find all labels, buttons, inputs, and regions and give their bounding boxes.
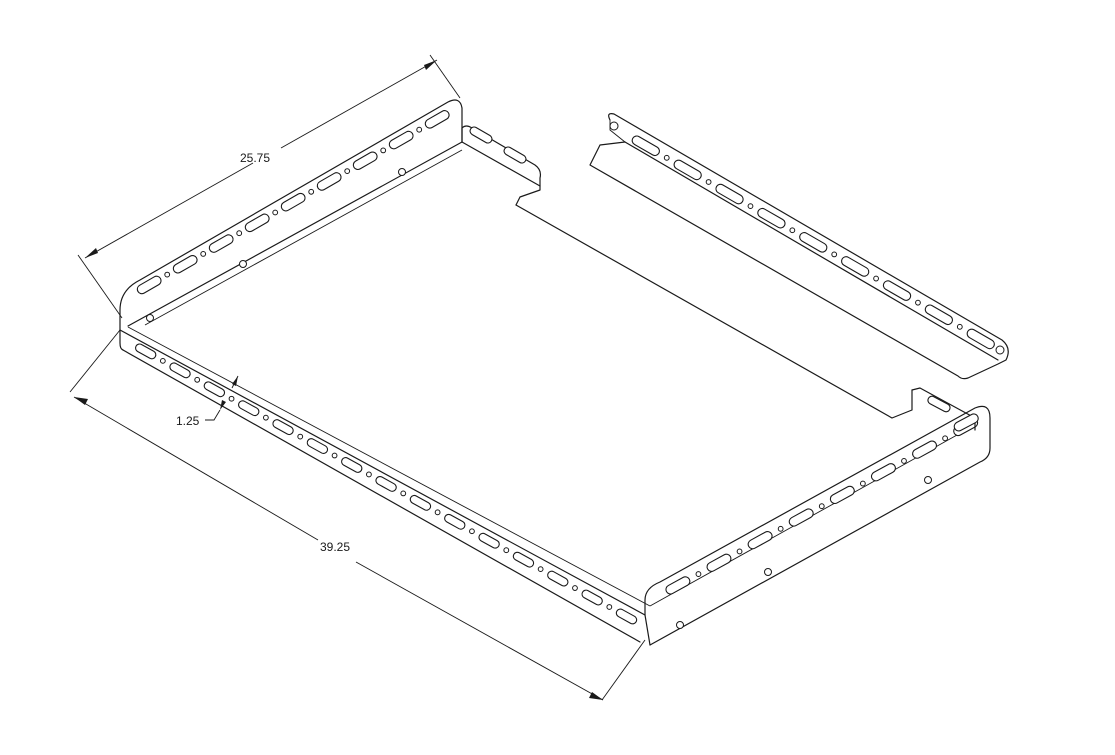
mounting-hole <box>747 203 754 210</box>
flange-dimension: 1.25 <box>176 375 239 428</box>
mounting-hole <box>272 209 279 216</box>
mounting-hole <box>572 585 578 591</box>
mounting-hole <box>416 126 423 133</box>
back-left-tab <box>461 125 542 206</box>
front-rail <box>119 326 651 643</box>
mounting-hole <box>873 275 879 282</box>
mounting-hole <box>705 179 712 185</box>
mounting-hole <box>469 528 475 535</box>
angle-bracket <box>589 113 1009 380</box>
mounting-hole <box>400 490 407 497</box>
mounting-slot <box>631 135 660 157</box>
length-dimension-label: 39.25 <box>320 540 350 554</box>
mounting-hole <box>380 147 387 154</box>
mounting-slot <box>352 151 378 171</box>
mounting-hole <box>236 230 243 237</box>
mounting-hole <box>308 188 315 195</box>
mounting-hole <box>331 452 338 459</box>
mounting-slot <box>924 304 954 326</box>
mounting-slot <box>512 551 535 568</box>
mounting-hole <box>434 509 441 516</box>
mounting-slot <box>203 381 226 398</box>
mounting-slot <box>172 254 198 274</box>
mounting-slot <box>966 328 995 350</box>
depth-dimension: 25.75 <box>77 54 461 319</box>
mounting-slot <box>238 400 260 417</box>
tray-floor <box>515 204 913 419</box>
mounting-hole <box>859 480 866 487</box>
mounting-slot <box>882 280 912 301</box>
mounting-hole <box>663 154 670 161</box>
mounting-slot <box>799 232 828 253</box>
left-rail-slots <box>136 110 450 295</box>
front-rail-slots <box>134 343 638 625</box>
mounting-hole <box>366 471 372 478</box>
mounting-slot <box>444 513 466 530</box>
mounting-slot <box>747 530 773 550</box>
mounting-hole <box>537 566 544 573</box>
mounting-hole <box>159 357 166 364</box>
mounting-hole <box>818 503 825 510</box>
mounting-slot <box>341 457 363 473</box>
mounting-hole <box>956 323 963 330</box>
mounting-slot <box>829 485 855 505</box>
bracket-slots <box>631 135 995 350</box>
mounting-hole <box>695 571 702 577</box>
mounting-hole <box>297 433 304 440</box>
length-dimension: 39.25 <box>69 329 646 701</box>
mounting-hole <box>503 547 510 554</box>
mounting-slot <box>788 508 814 527</box>
mounting-hole <box>736 548 743 555</box>
mounting-hole <box>901 458 907 464</box>
mounting-slot <box>478 532 500 549</box>
mounting-hole <box>942 435 948 442</box>
mounting-slot <box>169 362 191 379</box>
mounting-slot <box>244 213 270 233</box>
mounting-slot <box>706 553 732 572</box>
back-right-tab <box>911 387 979 432</box>
mounting-slot <box>375 475 397 492</box>
mounting-hole <box>164 271 171 278</box>
mounting-slot <box>306 438 329 454</box>
mounting-slot <box>840 256 870 277</box>
mounting-hole <box>789 227 796 234</box>
mounting-slot <box>757 207 786 229</box>
left-rail <box>119 99 463 331</box>
mounting-slot <box>280 192 306 212</box>
mounting-slot <box>912 440 938 459</box>
mounting-hole <box>194 376 201 383</box>
mounting-hole <box>262 414 269 421</box>
mounting-hole <box>228 395 235 402</box>
mounting-slot <box>673 159 702 181</box>
mounting-slot <box>136 275 162 295</box>
flange-dimension-label: 1.25 <box>176 414 200 428</box>
mounting-hole <box>606 604 613 610</box>
mounting-slot <box>870 463 896 482</box>
mounting-hole <box>200 251 207 257</box>
mounting-slot <box>665 576 691 595</box>
depth-dimension-label: 25.75 <box>240 151 270 165</box>
right-rail <box>644 405 991 646</box>
mounting-hole <box>344 168 351 175</box>
mounting-slot <box>388 130 414 150</box>
mounting-slot <box>272 419 294 436</box>
mounting-hole <box>915 299 921 306</box>
mounting-hole <box>777 525 784 532</box>
mounting-slot <box>134 343 157 360</box>
mounting-slot <box>581 589 603 606</box>
mounting-slot <box>208 234 234 253</box>
mounting-slot <box>424 110 450 129</box>
right-rail-slots <box>665 417 979 595</box>
mounting-slot <box>715 183 744 205</box>
mounting-slot <box>409 494 432 511</box>
mounting-slot <box>316 172 342 191</box>
mounting-slot <box>615 608 638 625</box>
mounting-hole <box>831 251 838 258</box>
mounting-slot <box>547 570 569 587</box>
